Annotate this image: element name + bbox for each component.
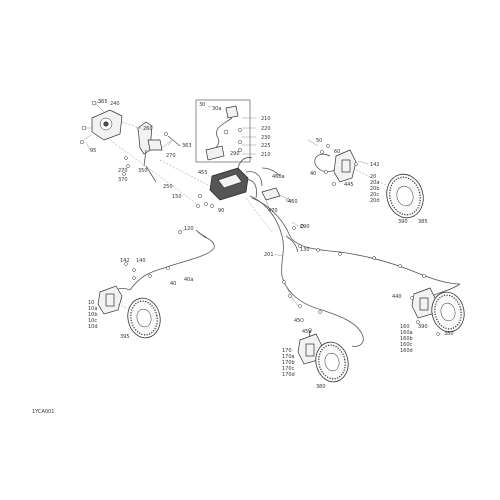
callout: 90 <box>218 208 224 214</box>
callout: 290 <box>300 224 310 230</box>
callout: 390 <box>398 219 408 225</box>
leader-lines <box>85 101 369 257</box>
callout: 270 <box>118 168 128 174</box>
callout: 170 <box>282 348 292 354</box>
callout: 45 <box>294 318 300 324</box>
callout: 150 <box>172 194 182 200</box>
callout: 170a <box>282 354 295 360</box>
callout: 380 <box>316 384 326 390</box>
callout: 350 <box>138 168 148 174</box>
brake-lines <box>129 195 461 347</box>
callout: 210 <box>261 116 271 122</box>
callout: 460 <box>288 199 298 205</box>
callout: 270 <box>166 153 176 159</box>
callout: 160 <box>400 324 410 330</box>
callout: 210 <box>261 152 271 158</box>
callout: 10 <box>88 300 94 306</box>
figure-code: 1YCA001 <box>32 409 54 415</box>
callout: 170c <box>282 366 295 372</box>
callout: 20 <box>370 174 376 180</box>
callout: 50 <box>316 138 322 144</box>
callout: 460a <box>272 174 285 180</box>
callout: 290 <box>230 151 240 157</box>
callout: 455 <box>198 170 208 176</box>
front-right-caliper-disc <box>314 144 424 219</box>
callout: 40 <box>310 171 316 177</box>
callout: 370 <box>118 177 128 183</box>
callout: 10b <box>88 312 98 318</box>
callout: 440 <box>392 294 402 300</box>
callout: 365 <box>98 99 108 105</box>
hydraulic-unit <box>196 157 290 233</box>
callout: 10c <box>88 318 97 324</box>
callout: 40a <box>184 277 193 283</box>
callout: 395 <box>120 334 130 340</box>
callout: 170d <box>282 372 295 378</box>
callout: 160b <box>400 336 413 342</box>
callout: 60 <box>334 149 340 155</box>
callout: 230 <box>261 135 271 141</box>
callout: 160c <box>400 342 413 348</box>
callout: 390 <box>418 324 428 330</box>
callout: 130 <box>300 247 310 253</box>
callout: 10d <box>88 324 98 330</box>
callout: 45a <box>302 329 311 335</box>
callout: 30 <box>199 102 205 108</box>
callout: 20b <box>370 186 380 192</box>
callout: 170b <box>282 360 295 366</box>
abs-module-inset <box>195 99 256 163</box>
callout: 95 <box>90 148 96 154</box>
front-left-caliper-disc <box>97 262 161 339</box>
callout: 160d <box>400 348 413 354</box>
callout: 40 <box>170 281 176 287</box>
rear-center-caliper-disc <box>297 318 349 383</box>
callout: 142 <box>370 162 380 168</box>
callout: 220 <box>261 126 271 132</box>
callout: 225 <box>261 143 271 149</box>
callout: 30a <box>212 106 221 112</box>
callout: 20a <box>370 180 379 186</box>
callout: 201 <box>264 252 274 258</box>
callout: 10a <box>88 306 97 312</box>
callout: 20d <box>370 198 380 204</box>
callout: 142 <box>120 258 130 264</box>
callout-labels: 365 240 260 363 95 270 270 370 350 30 30… <box>88 99 454 390</box>
callout: 120 <box>184 226 194 232</box>
rear-right-caliper-disc <box>410 283 465 336</box>
callout: 240 <box>110 101 120 107</box>
callout: 470 <box>268 208 278 214</box>
callout: 160a <box>400 330 413 336</box>
callout: 445 <box>344 182 354 188</box>
callout: 250 <box>163 184 173 190</box>
callout: 380 <box>444 331 454 337</box>
callout: 20c <box>370 192 379 198</box>
callout: 140 <box>136 258 146 264</box>
master-cylinder-assembly <box>79 100 211 207</box>
callout: 260 <box>143 126 153 132</box>
callout: 363 <box>182 143 192 149</box>
callout: 385 <box>418 219 428 225</box>
